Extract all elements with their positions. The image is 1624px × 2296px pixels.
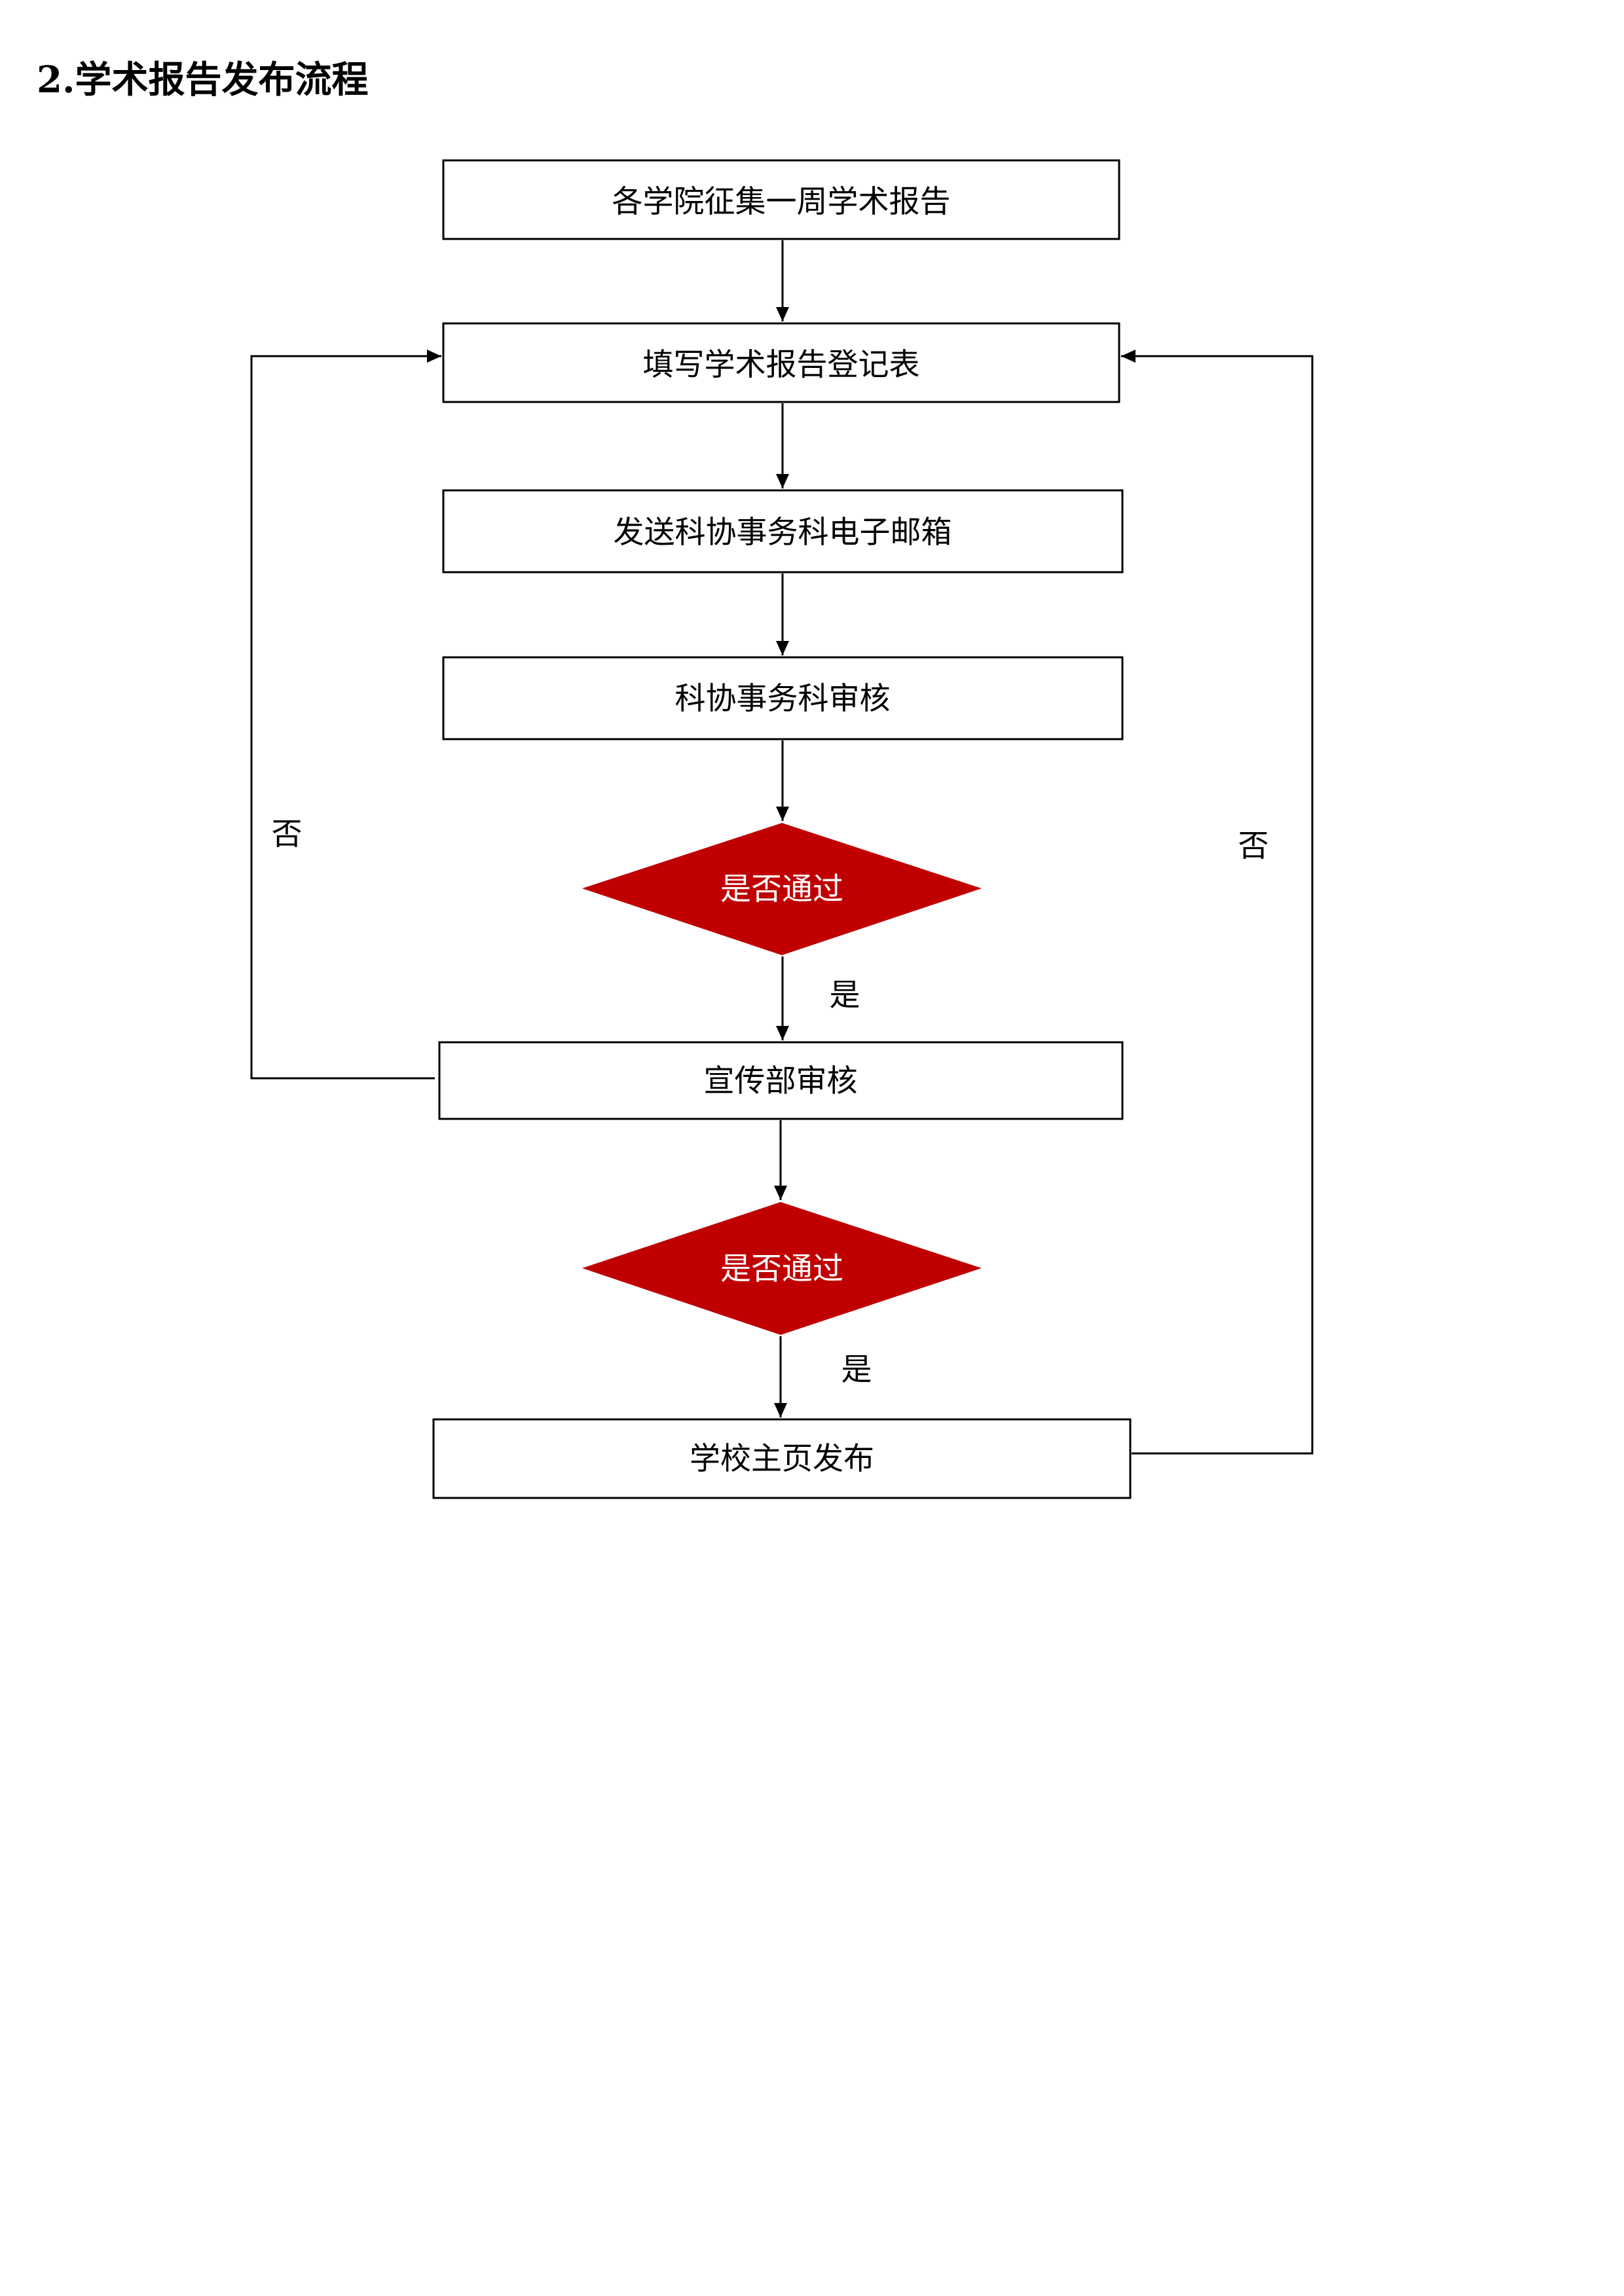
step-send-email-label: 发送科协事务科电子邮箱 [614,515,952,551]
step-publicity-review-node: 宣传部审核 [438,1041,1124,1120]
edge-label-no-left: 否 [272,816,303,852]
step-kx-review-node: 科协事务科审核 [442,656,1124,740]
decision-2-node: 是否通过 [582,1202,982,1335]
step-publicity-review-label: 宣传部审核 [704,1063,858,1099]
edge-no-right-loop [1121,350,1314,1455]
step-publish-node: 学校主页发布 [432,1418,1132,1499]
decision-1-label: 是否通过 [720,871,843,907]
step-fill-form-label: 填写学术报告登记表 [643,347,920,383]
edge-label-yes-2: 是 [841,1352,872,1388]
edge-label-yes-1: 是 [830,977,860,1013]
step-collect-label: 各学院征集一周学术报告 [612,184,951,220]
decision-1-node: 是否通过 [582,823,982,955]
edge-label-no-right: 否 [1238,828,1269,864]
step-publish-label: 学校主页发布 [690,1441,874,1477]
page-title: 2.学术报告发布流程 [37,58,369,101]
edge-no-left-loop [250,350,441,1080]
decision-2-label: 是否通过 [720,1251,843,1287]
step-kx-review-label: 科协事务科审核 [675,681,891,717]
step-fill-form-node: 填写学术报告登记表 [442,322,1120,403]
step-collect-node: 各学院征集一周学术报告 [442,159,1120,240]
step-send-email-node: 发送科协事务科电子邮箱 [442,489,1124,574]
